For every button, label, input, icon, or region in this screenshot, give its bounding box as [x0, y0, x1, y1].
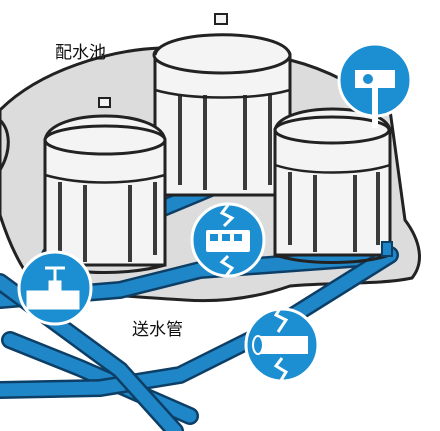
badge-tunnel — [190, 202, 266, 278]
transmission-pipe-label: 送水管 — [132, 320, 183, 340]
badge-pipe-valve — [17, 250, 93, 326]
ground-left-edge — [0, 118, 10, 171]
badge-broken-pipe — [244, 304, 320, 383]
water-bridge-icon — [355, 70, 395, 128]
broken-pipe-icon — [252, 304, 308, 383]
tank-center — [152, 13, 292, 197]
tunnel-icon — [206, 204, 250, 277]
tank-left — [43, 97, 167, 274]
badge-water-bridge — [337, 42, 413, 128]
reservoir-label: 配水池 — [55, 43, 106, 63]
pipe-valve-icon — [26, 266, 80, 310]
tank-right — [273, 107, 393, 264]
